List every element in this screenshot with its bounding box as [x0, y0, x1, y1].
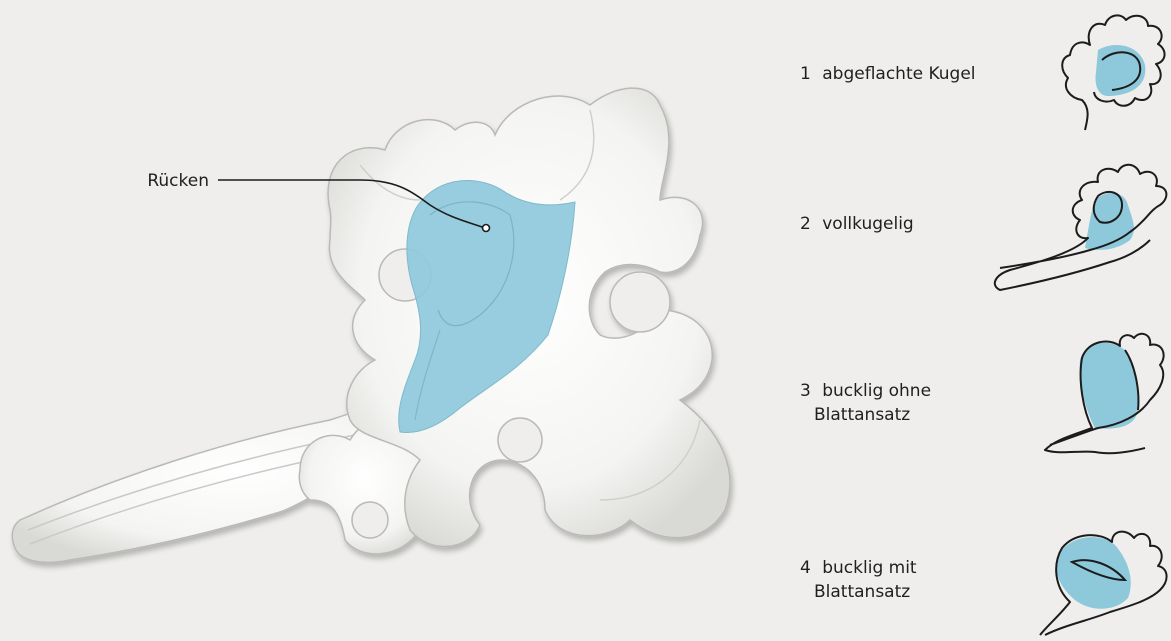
variant-2-text: vollkugelig — [822, 214, 914, 234]
variant-1-thumbnail — [1062, 15, 1164, 130]
variant-labels: 1 abgeflachte Kugel 2 vollkugelig 3 buck… — [800, 64, 976, 602]
variant-2-thumbnail — [995, 165, 1167, 290]
variant-4-text-line1: bucklig mit — [822, 558, 917, 578]
variant-3-text-line1: bucklig ohne — [822, 381, 931, 401]
variant-4-thumbnail — [1040, 532, 1167, 635]
variant-1-label: 1 abgeflachte Kugel — [800, 64, 976, 84]
variant-3-label-line2: Blattansatz — [814, 405, 910, 425]
variant-2-label: 2 vollkugelig — [800, 214, 914, 234]
variant-4-number: 4 — [800, 558, 811, 578]
variant-1-number: 1 — [800, 64, 811, 84]
variant-2-number: 2 — [800, 214, 811, 234]
variant-1-text: abgeflachte Kugel — [822, 64, 975, 84]
variant-3-number: 3 — [800, 381, 811, 401]
variant-3-thumbnail — [1045, 334, 1164, 453]
callout-anchor-dot — [483, 225, 490, 232]
variant-4-label-line2: Blattansatz — [814, 582, 910, 602]
main-ornament — [12, 88, 730, 562]
variant-3-label: 3 bucklig ohne — [800, 381, 931, 401]
main-label: Rücken — [147, 171, 209, 191]
variant-4-label: 4 bucklig mit — [800, 558, 917, 578]
